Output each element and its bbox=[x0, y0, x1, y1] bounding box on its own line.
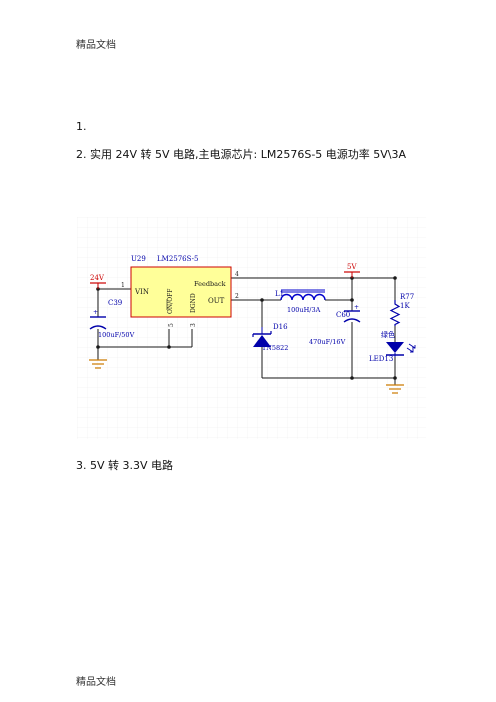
led-color-label: 绿色 bbox=[381, 330, 395, 339]
output-voltage-label: 5V bbox=[347, 263, 357, 271]
r77-reference: R77 bbox=[400, 293, 414, 301]
input-voltage-label: 24V bbox=[90, 274, 105, 282]
l1-value: 100uH/3A bbox=[287, 306, 321, 314]
pin-dgnd-number: 3 bbox=[190, 323, 197, 327]
diode-d16-symbol bbox=[252, 327, 272, 347]
pin-onoff-number: 5 bbox=[168, 323, 175, 327]
circuit-schematic: U29 LM2576S-5 1 VIN Feedback OUT 4 2 ON/… bbox=[77, 217, 426, 439]
item-number: 2. bbox=[76, 148, 87, 161]
capacitor-c39-symbol: + bbox=[89, 309, 107, 330]
page-footer: 精品文档 bbox=[76, 677, 116, 688]
pin-onoff-label: ON/OFF bbox=[167, 289, 174, 314]
pin-feedback-label: Feedback bbox=[194, 280, 226, 288]
c39-reference: C39 bbox=[108, 299, 122, 307]
resistor-r77-symbol bbox=[389, 300, 401, 326]
svg-text:+: + bbox=[93, 309, 98, 316]
l1-reference: L1 bbox=[275, 290, 284, 298]
c60-reference: C60 bbox=[336, 311, 350, 319]
schematic-figure: U29 LM2576S-5 1 VIN Feedback OUT 4 2 ON/… bbox=[77, 217, 426, 439]
item-number: 1. bbox=[76, 120, 87, 133]
grid-background bbox=[77, 217, 426, 439]
led13-reference: LED13 bbox=[369, 355, 393, 363]
capacitor-c60-symbol: + bbox=[343, 304, 361, 323]
d16-value: 1N5822 bbox=[262, 344, 288, 352]
item-number: 3. bbox=[76, 459, 87, 472]
d16-reference: D16 bbox=[273, 323, 288, 331]
ic-body bbox=[130, 266, 232, 318]
led-led13-symbol bbox=[386, 342, 416, 357]
pin-feedback-number: 4 bbox=[235, 271, 239, 278]
pin-dgnd-label: DGND bbox=[190, 293, 197, 313]
page-header: 精品文档 bbox=[76, 40, 116, 51]
c60-value: 470uF/16V bbox=[309, 338, 346, 346]
list-item-1: 1. bbox=[76, 120, 90, 133]
item-text: 实用 24V 转 5V 电路,主电源芯片: LM2576S-5 电源功率 5V\… bbox=[90, 148, 407, 161]
r77-value: 1K bbox=[400, 302, 410, 310]
ic-part-number: LM2576S-5 bbox=[157, 255, 199, 263]
pin-vin-label: VIN bbox=[134, 288, 149, 296]
pin-out-number: 2 bbox=[235, 293, 239, 300]
c39-value: 100uF/50V bbox=[98, 331, 135, 339]
pin-out-label: OUT bbox=[208, 297, 225, 305]
inductor-l1-symbol bbox=[280, 293, 326, 301]
ground-symbol-input bbox=[89, 359, 107, 369]
list-item-3: 3.5V 转 3.3V 电路 bbox=[76, 457, 173, 473]
ic-reference: U29 bbox=[131, 255, 146, 263]
wires bbox=[97, 277, 396, 385]
item-text: 5V 转 3.3V 电路 bbox=[90, 459, 174, 472]
pin-vin-number: 1 bbox=[121, 282, 125, 289]
svg-text:+: + bbox=[354, 304, 359, 311]
ground-symbol-output bbox=[386, 384, 404, 394]
list-item-2: 2.实用 24V 转 5V 电路,主电源芯片: LM2576S-5 电源功率 5… bbox=[76, 146, 406, 162]
